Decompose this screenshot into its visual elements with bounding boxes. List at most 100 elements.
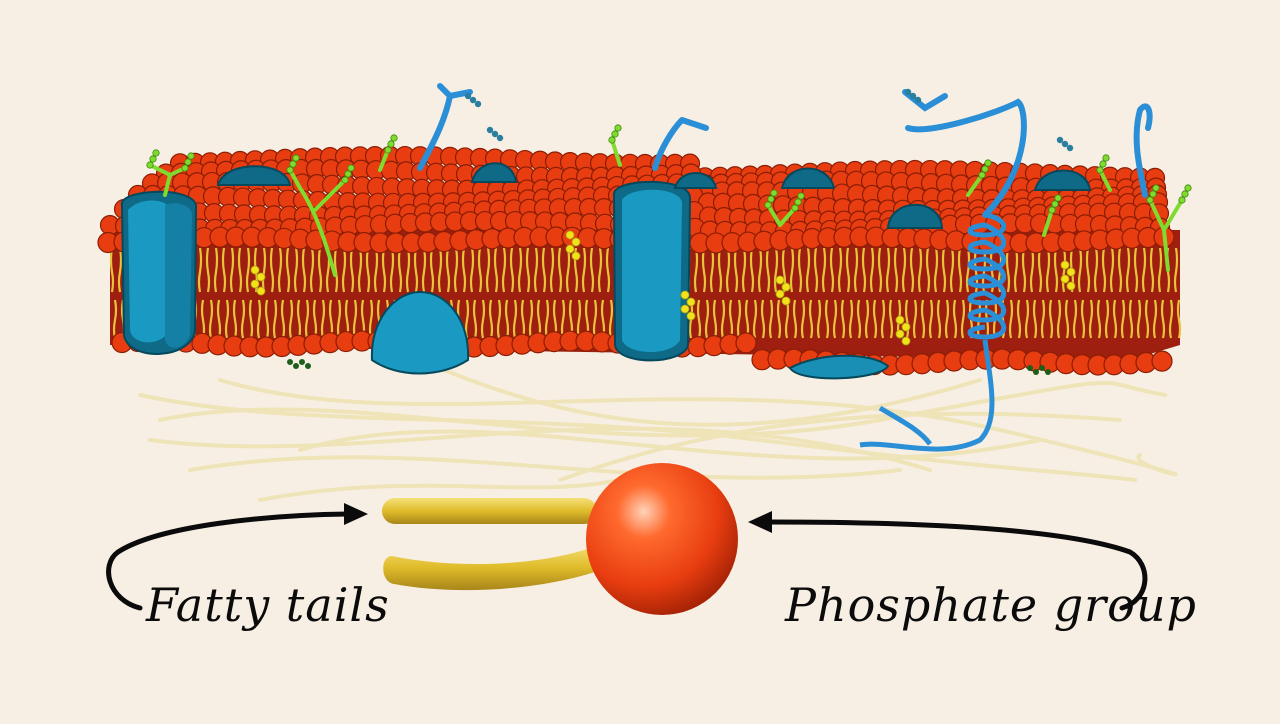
cholesterol-bead [250,279,260,289]
sugar-bead [1181,190,1189,198]
tail-line [869,247,875,293]
tail-line [1152,299,1158,339]
cholesterol-bead [775,289,785,299]
tail-line [1120,299,1126,339]
tail-line [1064,299,1070,339]
sugar-bead [1039,365,1045,371]
tail-line [469,247,475,293]
sugar-bead [794,198,802,206]
sugar-bead [797,192,805,200]
tail-line [1056,299,1062,339]
sugar-bead [496,134,504,142]
tail-line [589,247,595,293]
tail-line [285,247,291,293]
cholesterol-bead [895,329,905,339]
tail-line [848,299,854,339]
sugar-bead [1027,365,1033,371]
sugar-bead [608,136,616,144]
tail-line [1125,247,1131,293]
tail-line [320,299,326,339]
sugar-bead [305,363,311,369]
tail-line [789,247,795,293]
cholesterol-bead [565,230,575,240]
sugar-bead [1054,194,1062,202]
cholesterol-bead [781,282,791,292]
tail-line [845,247,851,293]
tail-line [512,299,518,339]
sugar-bead [344,170,352,178]
tail-line [488,299,494,339]
tail-line [885,247,891,293]
tail-line [709,247,715,293]
sugar-bead [1056,136,1064,144]
sugar-bead [341,176,349,184]
tail-line [1037,247,1043,293]
sugar-bead [181,164,189,172]
sugar-bead [611,130,619,138]
sugar-bead [287,359,293,365]
tail-line [248,299,254,339]
tail-line [197,247,203,293]
tail-line [1176,299,1182,339]
cholesterol-bead [256,272,266,282]
tail-line [840,299,846,339]
tail-line [525,247,531,293]
tail-line [1040,299,1046,339]
tail-line [477,247,483,293]
tail-line [877,247,883,293]
cholesterol-bead [775,275,785,285]
tail-line [856,299,862,339]
tail-line [901,247,907,293]
tail-line [1053,247,1059,293]
tail-line [693,247,699,293]
tail-line [773,247,779,293]
tail-line [1109,247,1115,293]
tail-line [805,247,811,293]
tail-line [117,247,123,293]
tail-line [437,247,443,293]
tail-line [397,247,403,293]
tail-line [933,247,939,293]
cholesterol-bead [680,304,690,314]
tail-line [341,247,347,293]
tail-line [944,299,950,339]
tail-line [280,299,286,339]
sugar-bead [1048,206,1056,214]
sugar-bead [299,359,305,365]
tail-line [728,299,734,339]
tail-line [581,247,587,293]
sugar-bead [491,130,499,138]
tail-line [272,299,278,339]
tail-line [752,299,758,339]
tail-line [720,299,726,339]
tail-line [205,247,211,293]
tail-line [496,299,502,339]
tail-line [541,247,547,293]
tail-line [461,247,467,293]
tail-line [837,247,843,293]
cholesterol-bead [1066,281,1076,291]
sugar-bead [1061,140,1069,148]
sugar-bead [187,152,195,160]
sugar-bead [1178,196,1186,204]
tail-line [893,247,899,293]
tail-line [317,247,323,293]
tail-line [1168,299,1174,339]
tail-line [808,299,814,339]
tail-line [112,299,118,339]
tail-line [1072,299,1078,339]
tail-line [1173,247,1179,293]
tail-line [712,299,718,339]
tail-line [696,299,702,339]
sugar-bead [1146,196,1154,204]
tail-line [1032,299,1038,339]
cholesterol-bead [565,244,575,254]
sugar-bead [1149,190,1157,198]
tail-line [1016,299,1022,339]
tail-line [480,299,486,339]
tail-line [1093,247,1099,293]
tail-line [501,247,507,293]
tail-line [493,247,499,293]
tail-line [221,247,227,293]
